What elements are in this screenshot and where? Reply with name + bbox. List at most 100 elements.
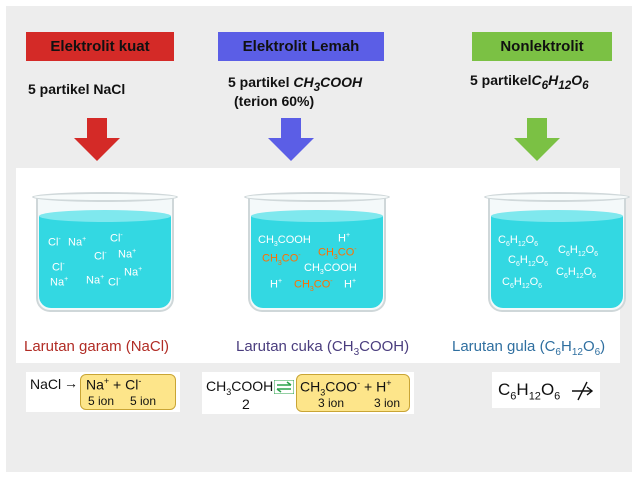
desc-non-c: C — [531, 72, 542, 88]
header-nonelektrolit: Nonlektrolit — [472, 32, 612, 61]
eq-nacl-cl: + Cl — [109, 376, 139, 393]
ion: C6H12O6 — [508, 254, 549, 269]
eq-cuka-plus: + H — [360, 378, 387, 395]
desc-non-c-sub: 6 — [541, 78, 549, 92]
eq-cuka-right-sub: 3 — [320, 387, 326, 398]
eq-cuka-right: CH3COO- + H+ — [300, 378, 391, 397]
beaker-cuka: CH3COOH H+ CH3CO- CH3CO- CH3COOH H+ CH3C… — [244, 192, 390, 312]
desc-lemah: 5 partikel CH3COOH — [228, 74, 362, 94]
eq-gula-c: C — [498, 380, 511, 399]
solutions-panel: Cl- Na+ Cl- Cl- Na+ Cl- Na+ Na+ Na+ Cl- … — [16, 168, 630, 363]
eq-cuka-right-a: CH — [300, 378, 321, 395]
eq-cuka-count: 2 — [242, 396, 250, 412]
caption-cuka-sub: 3 — [353, 347, 360, 358]
beaker-rim — [484, 192, 630, 202]
beaker-water — [39, 216, 171, 308]
desc-lemah-note: (terion 60%) — [234, 93, 315, 109]
ion: C6H12O6 — [502, 276, 543, 291]
desc-lemah-formula-a: CH — [293, 74, 314, 90]
caption-garam: Larutan garam (NaCl) — [24, 338, 170, 355]
equilibrium-arrow-icon — [274, 380, 294, 394]
desc-non-o-sub: 6 — [582, 78, 589, 92]
ion: CH3CO- — [262, 252, 301, 267]
desc-lemah-prefix: 5 partikel — [228, 74, 294, 90]
beaker-water — [491, 216, 623, 308]
desc-non-h-sub: 12 — [558, 78, 572, 92]
equation-nacl: NaCl → Na+ + Cl- 5 ion 5 ion — [26, 372, 180, 412]
caption-gula-d: ) — [600, 338, 606, 355]
ion: Na+ — [118, 248, 137, 261]
slide: Elektrolit kuat Elektrolit Lemah Nonlekt… — [6, 6, 632, 472]
eq-cuka-left-b: COOH — [231, 378, 274, 394]
ion: Cl- — [108, 276, 121, 289]
ion: C6H12O6 — [556, 266, 597, 281]
caption-gula-a: Larutan gula (C — [452, 338, 556, 355]
equation-highlight — [296, 374, 410, 412]
desc-non-prefix: 5 partikel — [470, 72, 532, 88]
ion: Na+ — [86, 274, 105, 287]
ion: Na+ — [68, 236, 87, 249]
beaker-water-surface — [491, 210, 623, 222]
ion: CH3COOH — [258, 234, 311, 249]
eq-cuka-plus-sup: + — [386, 378, 392, 388]
eq-cuka-ion2: 3 ion — [374, 396, 401, 410]
eq-cuka-left-a: CH — [206, 378, 227, 394]
ion: Na+ — [124, 266, 143, 279]
eq-gula-s2: 12 — [528, 390, 541, 403]
ion: Cl- — [110, 232, 123, 245]
ion: H+ — [270, 278, 283, 291]
eq-cuka-left-sub: 3 — [226, 386, 232, 397]
desc-non-h: H — [548, 72, 559, 88]
eq-nacl-ion2: 5 ion — [130, 394, 157, 408]
beaker-water-surface — [251, 210, 383, 222]
down-arrow-blue-icon — [268, 118, 314, 161]
down-arrow-green-icon — [514, 118, 560, 161]
down-arrow-red-icon — [74, 118, 120, 161]
eq-gula-o: O — [540, 380, 555, 399]
ion: H+ — [344, 278, 357, 291]
eq-arrow-icon: → — [64, 375, 78, 391]
ion: CH3COOH — [304, 262, 357, 277]
desc-kuat: 5 partikel NaCl — [28, 81, 126, 97]
caption-gula-c: O — [582, 338, 595, 355]
beaker-rim — [244, 192, 390, 202]
header-elektrolit-kuat: Elektrolit kuat — [26, 32, 174, 61]
ion: H+ — [338, 232, 351, 245]
ion: C6H12O6 — [498, 234, 539, 249]
equation-highlight — [80, 374, 176, 410]
caption-cuka-b: COOH) — [359, 338, 410, 355]
eq-nacl-cl-sup: - — [138, 376, 142, 386]
eq-nacl-na: Na — [86, 376, 104, 393]
desc-lemah-formula-b: COOH — [320, 74, 363, 90]
desc-lemah-formula-sub: 3 — [313, 80, 321, 94]
header-elektrolit-lemah: Elektrolit Lemah — [218, 32, 384, 61]
ion: Na+ — [50, 276, 69, 289]
beaker-nacl: Cl- Na+ Cl- Cl- Na+ Cl- Na+ Na+ Na+ Cl- — [32, 192, 178, 312]
beaker-gula: C6H12O6 C6H12O6 C6H12O6 C6H12O6 C6H12O6 — [484, 192, 630, 312]
caption-cuka-a: Larutan cuka (CH — [236, 338, 354, 355]
caption-gula-s1: 6 — [555, 347, 561, 358]
desc-non-o: O — [571, 72, 583, 88]
eq-nacl-left: NaCl — [30, 376, 62, 392]
desc-non: 5 partikelC6H12O6 — [470, 72, 589, 92]
caption-gula-s2: 12 — [571, 347, 583, 358]
eq-gula-s3: 6 — [554, 390, 561, 403]
beaker-water-surface — [39, 210, 171, 222]
ion: Cl- — [52, 261, 65, 274]
equation-gula: C6H12O6 — [492, 372, 600, 408]
beaker-water — [251, 216, 383, 308]
equation-cuka: CH3COOH 2 CH3COO- + H+ 3 ion 3 ion — [202, 372, 414, 414]
beaker-rim — [32, 192, 178, 202]
caption-cuka: Larutan cuka (CH3COOH) — [236, 338, 409, 358]
ion: CH3CO- — [318, 246, 357, 261]
eq-cuka-right-sup: - — [357, 378, 361, 388]
eq-cuka-ion1: 3 ion — [318, 396, 345, 410]
caption-gula-b: H — [560, 338, 572, 355]
no-reaction-arrow-icon — [572, 381, 594, 401]
ion: Cl- — [94, 250, 107, 263]
eq-gula-h: H — [516, 380, 529, 399]
caption-gula: Larutan gula (C6H12O6) — [452, 338, 605, 358]
eq-cuka-left: CH3COOH — [206, 378, 273, 397]
eq-nacl-right: Na+ + Cl- — [86, 376, 141, 393]
eq-gula-formula: C6H12O6 — [498, 380, 560, 402]
